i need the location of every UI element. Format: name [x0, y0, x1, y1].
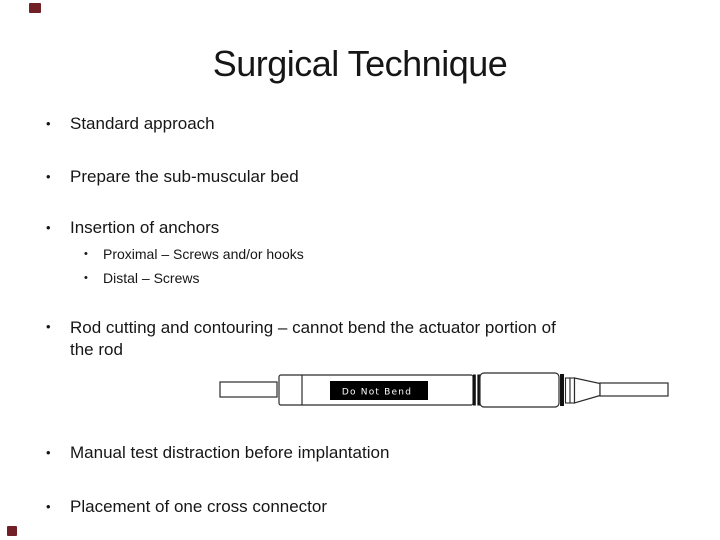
- bullet-text-line2: the rod: [70, 340, 123, 359]
- bullet-text: Placement of one cross connector: [70, 497, 328, 516]
- do-not-bend-label-box: [330, 381, 428, 400]
- slide-title: Surgical Technique: [212, 43, 508, 84]
- bullet-item: • Prepare the sub-muscular bed: [46, 167, 299, 187]
- bullet-text: Standard approach: [70, 114, 215, 133]
- bullet-glyph: •: [46, 169, 51, 184]
- rod-thick-ring: [560, 374, 564, 406]
- rod-left-shaft: [219, 381, 278, 398]
- bullet-text: Insertion of anchors: [70, 218, 220, 237]
- bullet-text-line1: Rod cutting and contouring – cannot bend…: [70, 318, 556, 337]
- bullet-glyph: •: [84, 272, 88, 284]
- rod-taper: [573, 377, 601, 404]
- bullet-glyph: •: [46, 445, 51, 460]
- sub-bullet-text: Proximal – Screws and/or hooks: [103, 246, 304, 262]
- slide-accent-mark-top: [29, 3, 41, 13]
- bullet-item: • Manual test distraction before implant…: [46, 443, 389, 463]
- bullet-item: • Rod cutting and contouring – cannot be…: [46, 317, 556, 361]
- bullet-item: • Insertion of anchors: [46, 218, 219, 238]
- bullet-glyph: •: [46, 499, 51, 514]
- slide-accent-mark-bottom: [7, 526, 17, 536]
- rod-right-shaft: [599, 382, 669, 397]
- rod-collar-ring: [473, 374, 476, 406]
- sub-bullet-item: • Distal – Screws: [84, 270, 199, 287]
- rod-housing: [479, 372, 560, 408]
- rod-collar-ring: [477, 374, 481, 406]
- bullet-text: Manual test distraction before implantat…: [70, 443, 390, 462]
- do-not-bend-label: Do Not Bend: [342, 388, 412, 398]
- rod-thin-ring: [564, 377, 571, 404]
- bullet-text: Prepare the sub-muscular bed: [70, 167, 299, 186]
- sub-bullet-text: Distal – Screws: [103, 270, 200, 286]
- rod-thin-ring: [569, 377, 576, 404]
- sub-bullet-item: • Proximal – Screws and/or hooks: [84, 246, 304, 263]
- rod-diagram: Do Not Bend: [215, 369, 673, 411]
- bullet-glyph: •: [84, 248, 88, 260]
- bullet-item: • Standard approach: [46, 114, 215, 134]
- bullet-item: • Placement of one cross connector: [46, 497, 327, 517]
- bullet-text: Rod cutting and contouring – cannot bend…: [70, 317, 556, 361]
- bullet-glyph: •: [46, 116, 51, 131]
- bullet-glyph: •: [46, 220, 51, 235]
- bullet-glyph: •: [46, 319, 51, 334]
